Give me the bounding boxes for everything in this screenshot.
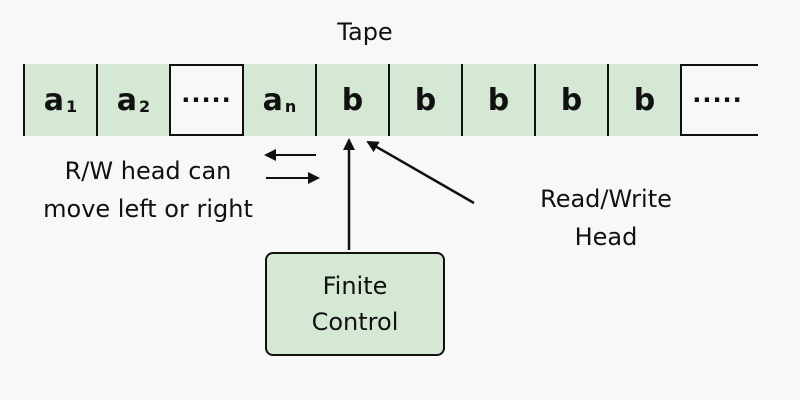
tape-cell: b (315, 64, 388, 136)
head-label-line2: Head (574, 223, 638, 251)
control-line2: Control (311, 308, 399, 336)
tape-cell-subscript: 1 (66, 96, 78, 116)
tape-cell-symbol: b (633, 82, 656, 118)
tape-cell: b (607, 64, 680, 136)
head-pointer-arrow (366, 140, 475, 205)
tape-cell-symbol: a (43, 82, 65, 118)
tape-cell-symbol: a (262, 82, 283, 118)
tape-cell: b (388, 64, 461, 136)
tape-cell-symbol: ····· (181, 86, 232, 114)
tape-cell: b (461, 64, 534, 136)
tape-cell-symbol: b (414, 82, 437, 118)
head-label: Read/Write Head (520, 180, 692, 256)
tape-cell-subscript: n (284, 96, 297, 116)
control-line1: Finite (322, 272, 388, 300)
tape-cell-symbol: a (116, 82, 138, 118)
tape-cell: ····· (680, 64, 753, 136)
head-label-line1: Read/Write (540, 185, 672, 213)
tape-cell-symbol: b (487, 82, 510, 118)
tape-cell-symbol: b (341, 82, 364, 118)
tape-cell-symbol: ····· (692, 86, 743, 114)
rw-note-line1: R/W head can (64, 157, 232, 185)
tape-title: Tape (337, 18, 393, 46)
tape-cell-subscript: 2 (139, 96, 151, 116)
tape-cell-symbol: b (560, 82, 583, 118)
rw-note: R/W head can move left or right (20, 152, 276, 228)
tape-cell: ····· (169, 64, 242, 136)
rw-note-line2: move left or right (43, 195, 253, 223)
tape-cell: b (534, 64, 607, 136)
finite-control-box: Finite Control (265, 252, 445, 356)
